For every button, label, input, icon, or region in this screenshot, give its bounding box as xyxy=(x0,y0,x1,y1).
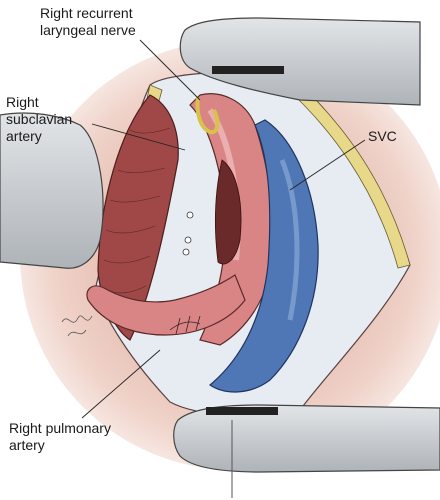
label-line: laryngeal nerve xyxy=(40,22,136,38)
vessel-lumen xyxy=(215,159,242,265)
label-right-recurrent-laryngeal-nerve: Right recurrent laryngeal nerve xyxy=(40,5,136,39)
label-line: SVC xyxy=(368,128,397,144)
recurrent-laryngeal-nerve xyxy=(195,97,220,135)
artist-signature xyxy=(61,315,93,337)
retractor-left xyxy=(0,112,104,269)
svc-highlight xyxy=(279,159,300,321)
label-right-subclavian-artery: Right subclavian artery xyxy=(6,94,72,145)
retractor-bottom xyxy=(173,404,440,473)
label-line: artery xyxy=(6,128,42,144)
ligature-stitches xyxy=(169,315,201,335)
suture-dot xyxy=(184,236,192,244)
retractor-top-slot xyxy=(212,66,284,74)
right-lung xyxy=(97,94,179,341)
label-line: subclavian xyxy=(6,111,73,127)
label-line: Right pulmonary xyxy=(9,420,111,436)
right-pulmonary-artery xyxy=(86,274,246,336)
retractor-top xyxy=(179,17,421,106)
suture-dot xyxy=(186,211,194,219)
leader-line-rsa xyxy=(91,123,186,151)
leader-line-rln xyxy=(139,39,201,101)
suture-dot xyxy=(182,248,190,256)
retractor-bottom-slot xyxy=(206,407,278,415)
label-line: Right xyxy=(6,94,39,110)
label-line: artery xyxy=(9,437,45,453)
leader-line-svc xyxy=(289,139,366,191)
label-svc: SVC xyxy=(368,128,397,145)
label-right-pulmonary-artery: Right pulmonary artery xyxy=(9,420,111,454)
lung-texture xyxy=(103,127,171,294)
label-line: Right recurrent xyxy=(40,5,133,21)
leader-line-rpa xyxy=(81,349,161,419)
